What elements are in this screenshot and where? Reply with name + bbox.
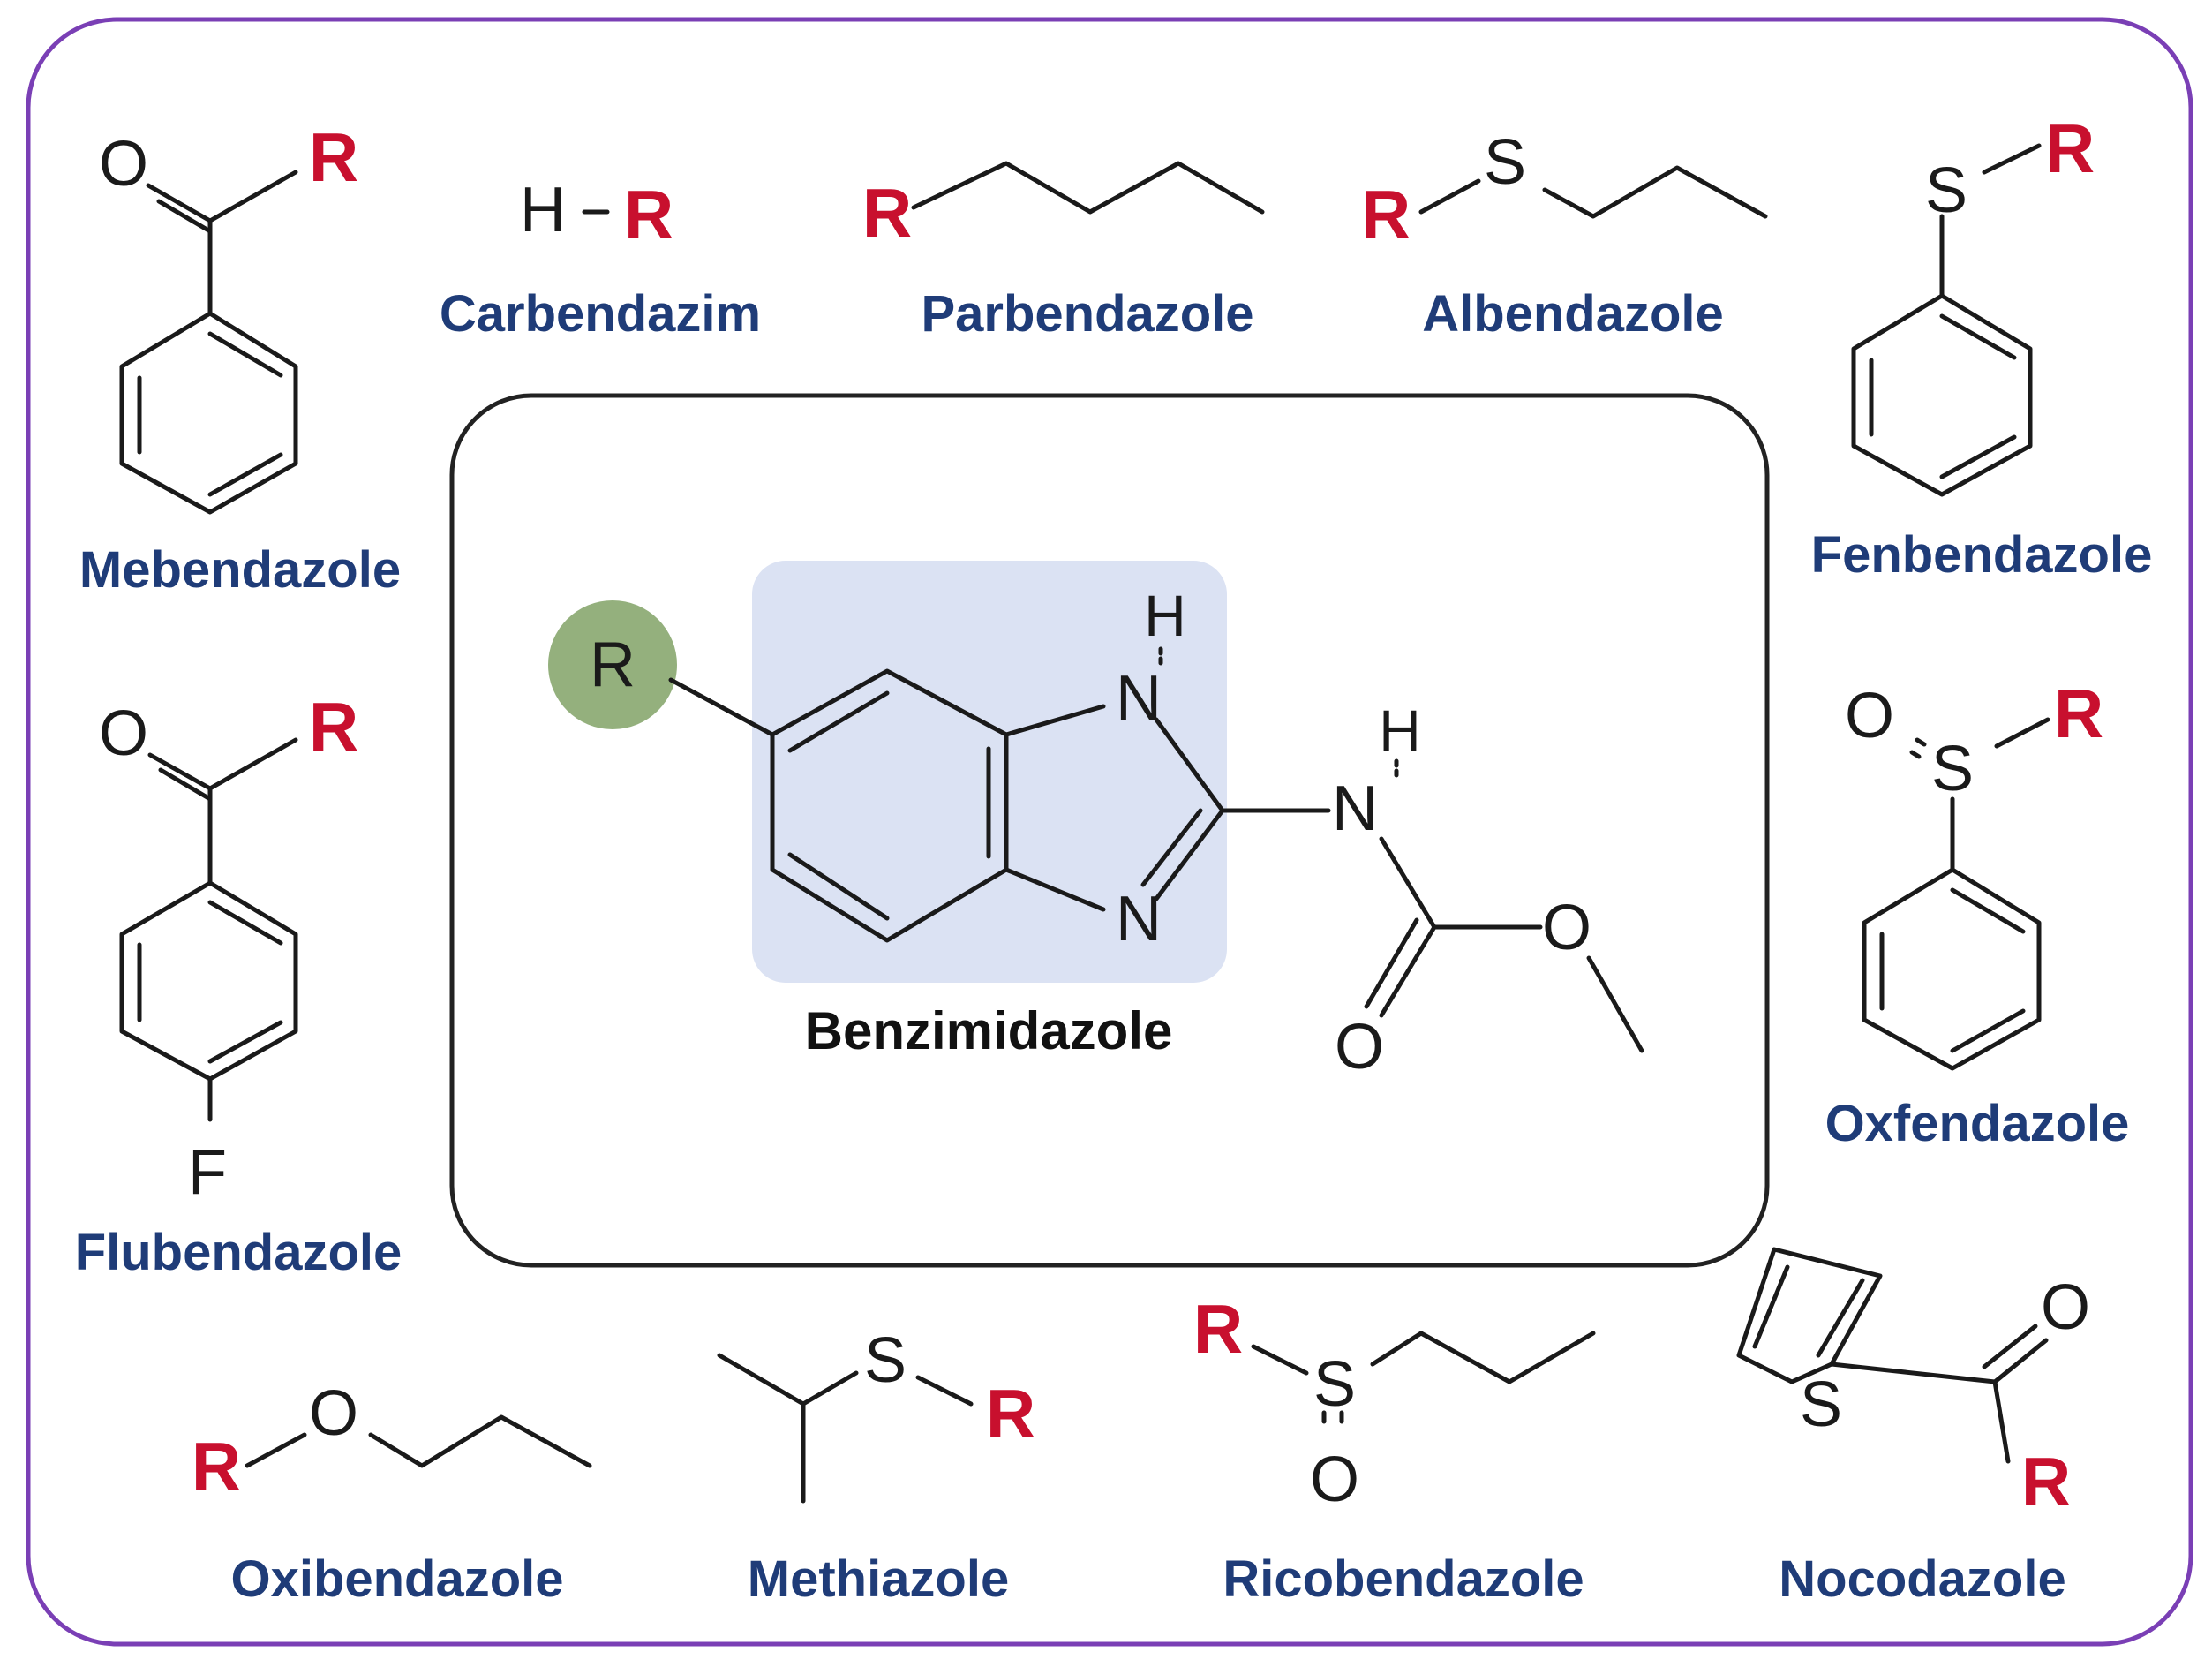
flubendazole: O R F Flubendazole [75, 688, 403, 1281]
ricobendazole-r: R [1193, 1290, 1243, 1368]
parbendazole-name: Parbendazole [921, 285, 1253, 343]
core-ester-o: O [1542, 893, 1591, 963]
core-amide-h: H [1379, 698, 1421, 763]
oxfendazole: O S R Oxfendazole [1825, 675, 2130, 1152]
flubendazole-r: R [309, 688, 358, 766]
core-frame [449, 393, 1770, 1268]
fenbendazole: S R Fenbendazole [1811, 109, 2153, 584]
flubendazole-o: O [99, 698, 148, 769]
core-nh-n: N [1116, 663, 1162, 734]
nocodazole-s: S [1800, 1369, 1842, 1440]
methiazole-name: Methiazole [748, 1550, 1010, 1608]
mebendazole-o: O [99, 129, 148, 200]
ricobendazole-s: S [1313, 1349, 1356, 1420]
ricobendazole-o: O [1310, 1444, 1359, 1515]
carbendazim-r: R [624, 176, 673, 253]
core-amide-n: N [1332, 773, 1378, 844]
ricobendazole-name: Ricobendazole [1223, 1550, 1584, 1608]
mebendazole-r: R [309, 118, 358, 196]
albendazole-r: R [1361, 176, 1411, 253]
albendazole: S R Albendazole [1361, 127, 1768, 343]
nocodazole-name: Nocodazole [1779, 1550, 2066, 1608]
oxfendazole-s: S [1931, 734, 1974, 804]
oxibendazole-r: R [192, 1428, 241, 1505]
nocodazole: S O R Nocodazole [1736, 1247, 2090, 1608]
core-name: Benzimidazole [805, 1001, 1173, 1060]
oxibendazole-name: Oxibendazole [230, 1550, 563, 1608]
fenbendazole-r: R [2045, 109, 2095, 187]
carbendazim: H R Carbendazim [440, 175, 761, 343]
oxfendazole-name: Oxfendazole [1825, 1095, 2130, 1152]
outer-frame [26, 17, 2193, 1647]
parbendazole-r: R [862, 174, 912, 252]
oxfendazole-r: R [2054, 675, 2103, 752]
core-nh-h: H [1144, 583, 1186, 648]
oxibendazole-o: O [309, 1378, 358, 1449]
carbendazim-h: H [520, 175, 566, 245]
methiazole-s: S [864, 1325, 907, 1396]
core-carbonyl-o: O [1335, 1012, 1384, 1082]
mebendazole: O R Mebendazole [79, 118, 401, 599]
nocodazole-o: O [2041, 1272, 2090, 1343]
oxibendazole: O R Oxibendazole [192, 1378, 592, 1608]
carbendazim-name: Carbendazim [440, 285, 761, 343]
albendazole-s: S [1484, 127, 1526, 198]
mebendazole-name: Mebendazole [79, 541, 401, 599]
core-r-label: R [590, 630, 636, 700]
nocodazole-r: R [2021, 1443, 2071, 1520]
methiazole-r: R [986, 1375, 1035, 1452]
oxfendazole-o: O [1845, 681, 1894, 751]
methiazole: S R Methiazole [717, 1325, 1035, 1608]
albendazole-name: Albendazole [1422, 285, 1724, 343]
flubendazole-f: F [188, 1137, 227, 1208]
fenbendazole-s: S [1925, 155, 1967, 226]
core-imine-n: N [1116, 884, 1162, 954]
core-structure: R N H N N H O O Benzimidazole [548, 561, 1644, 1082]
flubendazole-name: Flubendazole [75, 1224, 403, 1281]
parbendazole: R Parbendazole [862, 161, 1265, 343]
ricobendazole: S O R Ricobendazole [1193, 1290, 1596, 1608]
core-r-circle [548, 600, 677, 729]
fenbendazole-name: Fenbendazole [1811, 526, 2153, 584]
